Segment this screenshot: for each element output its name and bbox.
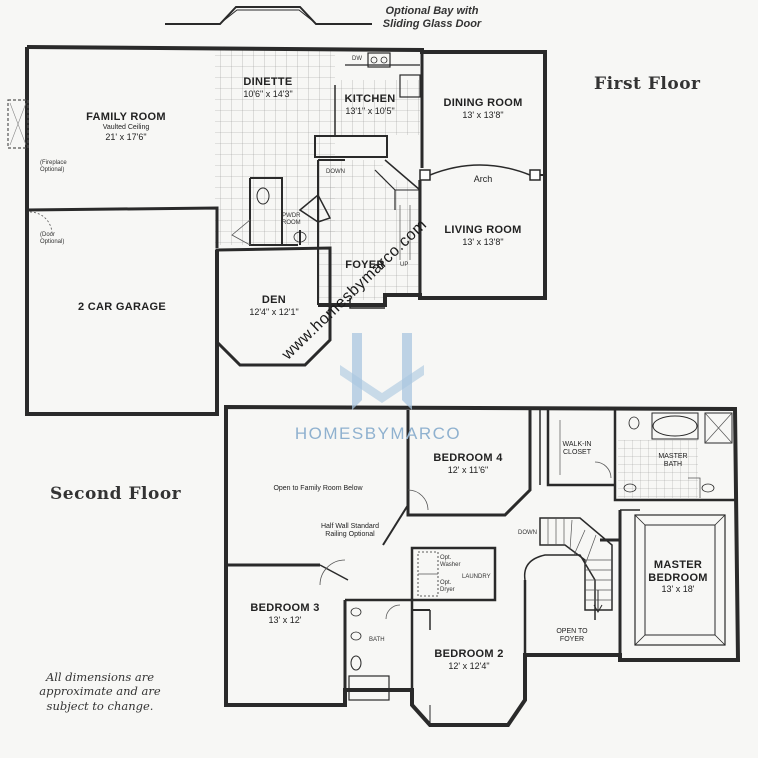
dining-room-label: DINING ROOM 13' x 13'8" (443, 97, 523, 120)
garage-label: 2 CAR GARAGE (78, 301, 166, 313)
first-floor-exterior-walls (25, 47, 219, 416)
master-bath-tile-floor (618, 440, 698, 498)
stairs (539, 517, 613, 611)
family-room-label: FAMILY ROOM Vaulted Ceiling 21' x 17'6" (86, 111, 166, 142)
den-walls (215, 246, 332, 367)
stair-down-label-2: DOWN (518, 530, 537, 536)
second-floor-title: Second Floor (50, 484, 182, 504)
open-to-foyer-note: OPEN TO FOYER (556, 628, 588, 644)
stair-down-label: DOWN (326, 169, 345, 175)
walk-in-closet-label: WALK-IN CLOSET (562, 441, 592, 457)
arch-label: Arch (473, 174, 493, 184)
bedroom3-label: BEDROOM 3 13' x 12' (250, 602, 320, 625)
master-bath-walls (613, 410, 735, 502)
optional-bay-outline (165, 6, 372, 25)
bath-label: BATH (369, 637, 385, 643)
laundry-walls (410, 546, 497, 602)
stair-up-label: UP (400, 262, 409, 268)
opt-washer-label: Opt. Washer (440, 555, 461, 568)
half-wall-note: Half Wall Standard Railing Optional (320, 523, 380, 539)
fireplace-outline (7, 99, 29, 149)
walk-in-closet-walls (546, 410, 615, 487)
dishwasher-label: DW (352, 56, 362, 62)
foyer-label: FOYER (345, 259, 385, 271)
dimensions-disclaimer: All dimensions are approximate and are s… (39, 670, 161, 713)
bedroom2-label: BEDROOM 2 12' x 12'4" (434, 648, 504, 671)
arch (429, 164, 531, 176)
door-optional-note: (Door Optional) (40, 232, 65, 245)
fireplace-optional-note: (Fireplace Optional) (40, 160, 67, 173)
open-to-family-room-note: Open to Family Room Below (273, 485, 363, 492)
dinette-label: DINETTE 10'6" x 14'3" (243, 76, 293, 99)
homesbymarco-logo (340, 333, 424, 410)
kitchen-label: KITCHEN 13'1" x 10'5" (344, 93, 396, 116)
first-floor-title: First Floor (594, 74, 701, 94)
den-label: DEN 12'4" x 12'1" (249, 294, 299, 317)
master-bedroom-label: MASTER BEDROOM 13' x 18' (648, 559, 708, 595)
living-room-label: LIVING ROOM 13' x 13'8" (444, 224, 522, 247)
watermark-brand: HOMESBYMARCO (294, 424, 462, 443)
master-bath-label: MASTER BATH (658, 453, 688, 469)
kitchen-tile-floor (335, 80, 420, 135)
bedroom4-label: BEDROOM 4 12' x 11'6" (433, 452, 503, 475)
powder-room-label: PWDR ROOM (282, 213, 301, 226)
laundry-label: LAUNDRY (462, 574, 491, 580)
optional-bay-note: Optional Bay with Sliding Glass Door (382, 5, 482, 31)
opt-dryer-label: Opt. Dryer (440, 580, 455, 593)
